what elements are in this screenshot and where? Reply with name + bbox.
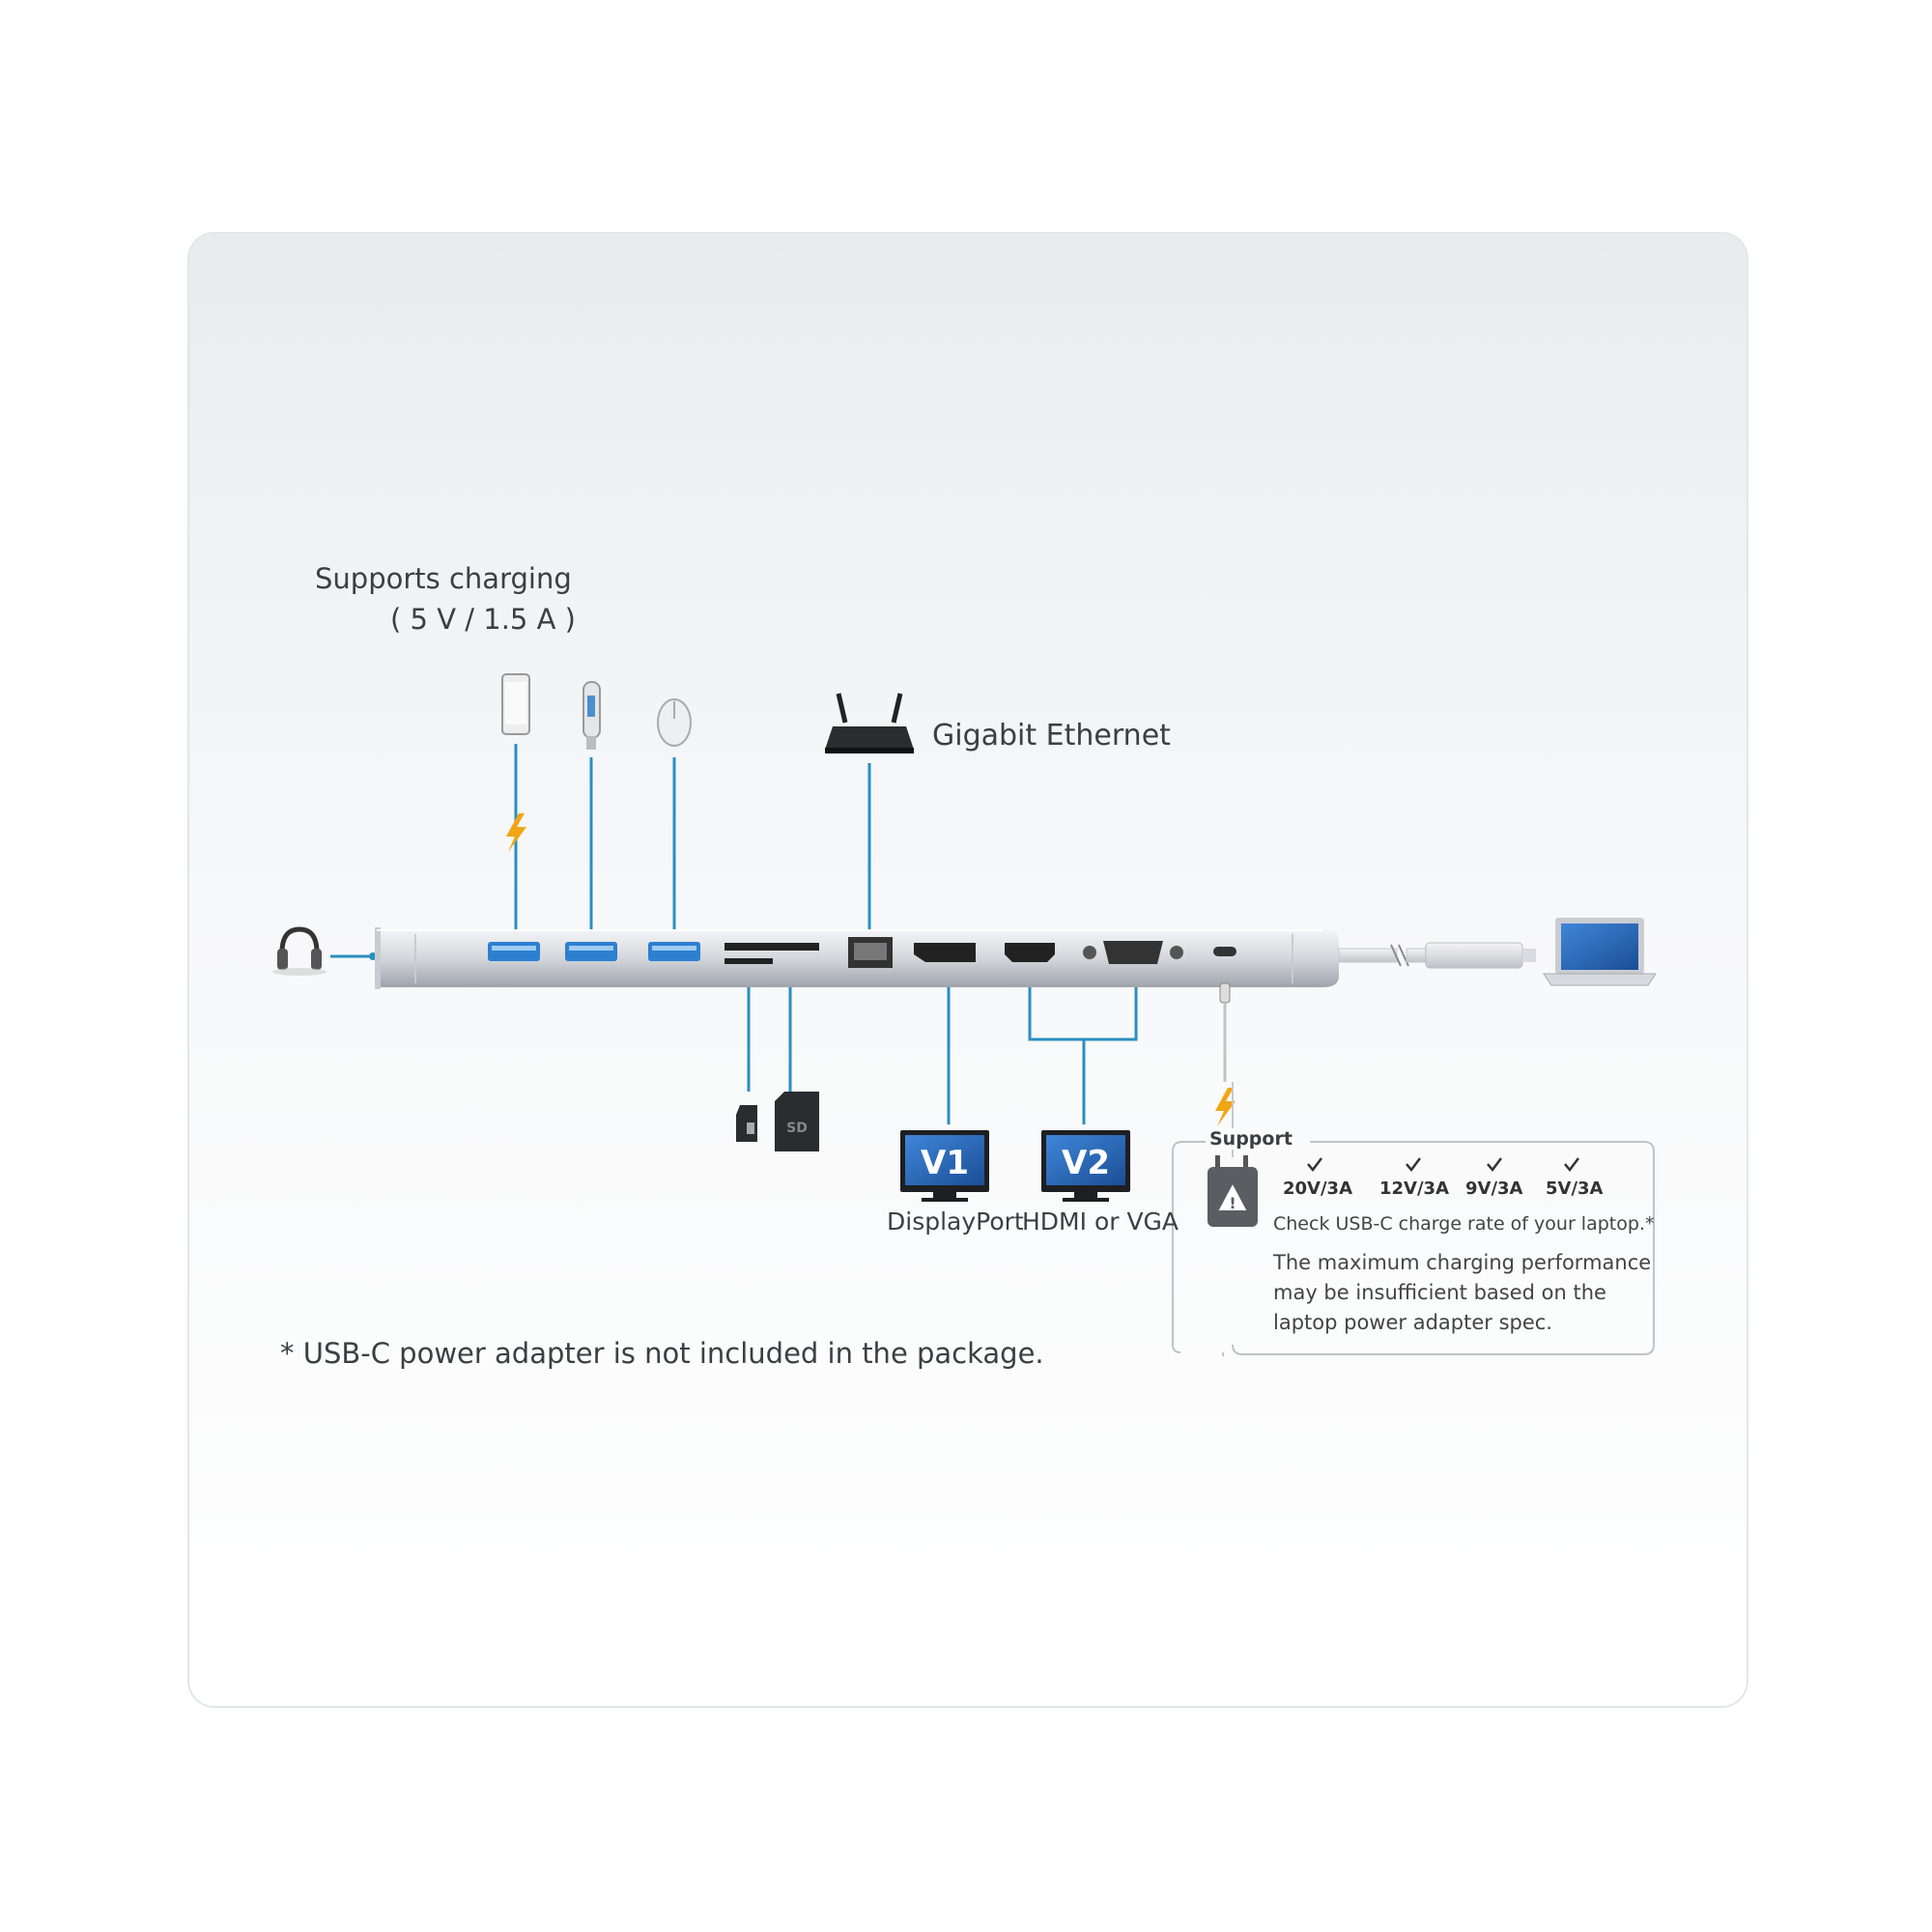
- phone-icon: [501, 673, 530, 735]
- micro-sd-icon: [736, 1105, 757, 1142]
- hub-cable: [1338, 942, 1536, 969]
- monitor1-label: V1: [921, 1144, 969, 1182]
- vga-port: [1083, 941, 1183, 964]
- sd-card-label: SD: [786, 1121, 808, 1136]
- monitor-icon: V1: [900, 1130, 989, 1202]
- sd-card-icon: SD: [775, 1092, 819, 1151]
- mouse-icon: [657, 698, 692, 747]
- usb-c-port: [1213, 947, 1236, 956]
- usb-c-hub: [375, 927, 1339, 989]
- rate-9v: 9V/3A: [1465, 1179, 1523, 1199]
- usb-port: [648, 942, 700, 961]
- hdmi-port: [1005, 943, 1055, 962]
- monitor-icon: V2: [1041, 1130, 1130, 1202]
- support-title: Support: [1206, 1128, 1296, 1150]
- usb-flash-drive-icon: [582, 681, 601, 750]
- charging-spec-label: ( 5 V / 1.5 A ): [390, 603, 576, 636]
- lightning-icon: [1215, 1088, 1236, 1126]
- footnote: * USB-C power adapter is not included in…: [280, 1337, 1044, 1370]
- monitor2-label: V2: [1062, 1144, 1110, 1182]
- router-icon: [825, 693, 914, 753]
- rate-12v: 12V/3A: [1379, 1179, 1450, 1199]
- gigabit-ethernet-label: Gigabit Ethernet: [932, 719, 1171, 753]
- micro-sd-slot: [724, 958, 773, 964]
- charging-warning: The maximum charging performance may be …: [1273, 1251, 1652, 1334]
- checkmark-icon: [1307, 1157, 1579, 1173]
- laptop-icon: [1543, 918, 1657, 986]
- rate-20v: 20V/3A: [1283, 1179, 1353, 1199]
- svg-text:!: !: [1229, 1194, 1236, 1212]
- charging-label: Supports charging: [315, 562, 572, 595]
- usb-port: [565, 942, 617, 961]
- ethernet-port: [848, 937, 893, 968]
- charge-rate-note: Check USB-C charge rate of your laptop.*: [1273, 1213, 1655, 1235]
- power-adapter-icon: !: [1208, 1155, 1258, 1227]
- displayport-label: DisplayPort: [887, 1208, 1024, 1236]
- connector-lines: [330, 744, 1138, 1124]
- lightning-icon: [506, 813, 526, 852]
- support-box: [1172, 1141, 1655, 1356]
- sd-card-slot: [724, 943, 819, 951]
- hdmi-vga-label: HDMI or VGA: [1022, 1208, 1179, 1236]
- rate-5v: 5V/3A: [1546, 1179, 1604, 1199]
- usb-port: [488, 942, 540, 961]
- headphones-icon: [272, 926, 327, 976]
- displayport-port: [914, 943, 976, 962]
